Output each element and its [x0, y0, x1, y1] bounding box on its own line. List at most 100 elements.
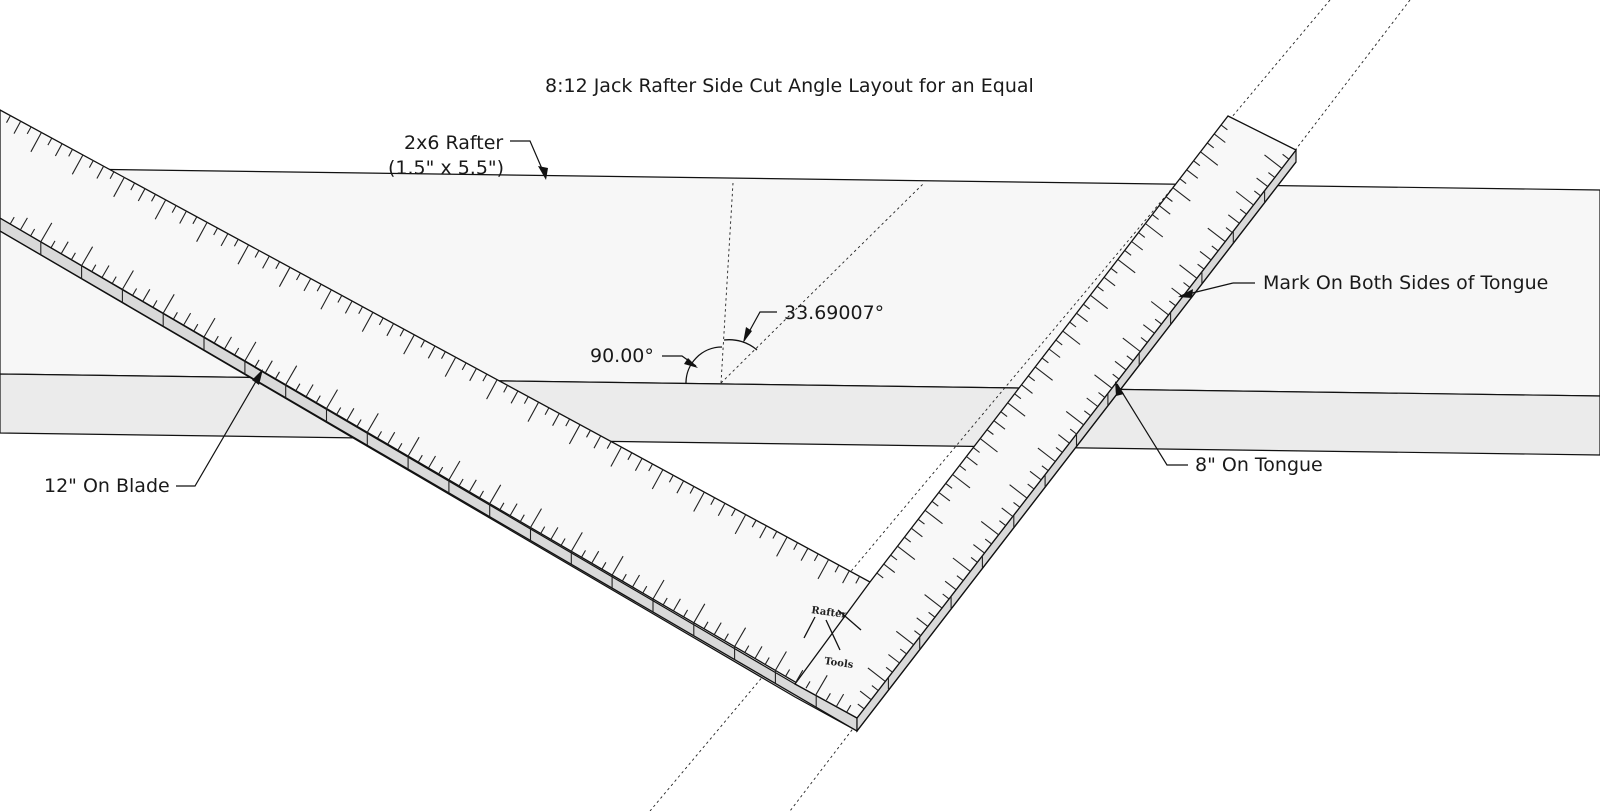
blade-top-tick — [378, 317, 384, 326]
tongue-left-tick — [883, 563, 896, 574]
blade-top-tick — [689, 486, 695, 494]
blade-top-tick — [13, 120, 22, 134]
right-angle-leader-arrow — [684, 358, 698, 368]
blade-bottom-tick — [326, 389, 338, 409]
blade-top-tick — [420, 340, 426, 348]
tongue-right-tick — [1098, 392, 1106, 398]
mark-both-sides-label: Mark On Both Sides of Tongue — [1263, 272, 1548, 294]
tongue-right-tick — [1055, 446, 1063, 453]
blade-bottom-tick — [744, 645, 750, 653]
tongue-right-tick — [956, 575, 964, 582]
blade-bottom-tick — [152, 300, 158, 308]
blade-top-tick — [361, 312, 374, 332]
blade-top-tick — [568, 424, 581, 445]
blade-top-tick — [565, 418, 571, 427]
tongue-left-tick — [972, 447, 980, 453]
blade-bottom-tick — [407, 436, 420, 457]
tongue-right-tick — [1140, 337, 1148, 343]
edge-thickness-segments — [40, 190, 1266, 708]
tongue-left-tick — [890, 554, 898, 561]
rafter-leader-arrow — [538, 166, 548, 180]
blade-bottom-tick — [499, 502, 505, 510]
blade-top-tick — [47, 137, 53, 146]
tongue-right-tick — [1069, 428, 1077, 435]
blade-bottom-tick — [723, 633, 729, 641]
blade-bottom-tick — [846, 704, 852, 713]
tongue-left-tick — [1206, 142, 1215, 149]
blade-bottom-tick — [468, 479, 477, 493]
tongue-left-tick — [1131, 241, 1144, 251]
tongue-thickness-edge — [856, 161, 1297, 732]
blade-bottom-tick — [315, 395, 321, 403]
diagram-title: 8:12 Jack Rafter Side Cut Angle Layout f… — [545, 75, 1034, 97]
blade-bottom-tick — [162, 294, 175, 314]
blade-bottom-tick — [295, 383, 301, 391]
blade-bottom-tick — [30, 228, 36, 237]
blade-bottom-tick — [672, 598, 681, 612]
blade-top-tick — [316, 283, 322, 292]
blade-top-tick — [751, 519, 757, 528]
blade-thickness-edge — [0, 230, 858, 732]
tongue-mark-label: 8" On Tongue — [1195, 454, 1323, 476]
tongue-right-tick — [1009, 484, 1028, 499]
tongue-left-tick — [910, 527, 923, 538]
blade-bottom-tick — [785, 669, 791, 677]
tongue-left-tick — [993, 420, 1006, 430]
blade-top-tick — [275, 261, 281, 270]
blade-bottom-tick — [142, 289, 151, 302]
tongue-left-tick — [1151, 214, 1159, 220]
blade-top-tick — [179, 210, 187, 224]
tongue-right-tick — [1065, 410, 1084, 426]
tongue-right-tick — [980, 520, 999, 536]
blade-top-tick — [441, 351, 446, 359]
tongue-right-tick — [885, 666, 893, 673]
tongue-left-tick — [1158, 205, 1171, 215]
tongue-left-tick — [1007, 402, 1026, 417]
blade-top-tick — [154, 199, 167, 220]
blade-top-tick — [233, 238, 239, 247]
blade-top-tick — [192, 216, 198, 225]
tongue-left-tick — [1220, 124, 1228, 131]
plumb-reference-line — [720, 182, 734, 384]
blade-bottom-tick — [754, 646, 763, 659]
blade-top-tick — [834, 564, 840, 573]
blade-bottom-tick — [652, 579, 665, 600]
logo-line-right — [837, 609, 862, 631]
blade-top-tick — [593, 435, 602, 449]
blade-top-tick — [668, 474, 674, 483]
blade-top-tick — [651, 469, 664, 490]
blade-bottom-tick — [19, 217, 28, 231]
tongue-leader-line — [1116, 383, 1188, 466]
tongue-left-tick — [897, 545, 916, 561]
blade-bottom-tick — [458, 478, 464, 487]
blade-bottom-tick — [213, 335, 219, 344]
blade-top-tick — [68, 149, 73, 157]
blade-bottom-tick — [224, 336, 232, 350]
blade-top-tick — [237, 244, 250, 265]
blade-top-tick — [303, 278, 312, 292]
blade-bottom-tick — [448, 460, 461, 481]
tongue-right-tick — [1086, 397, 1099, 407]
blade-top-tick — [109, 171, 115, 180]
tongue-right-tick — [984, 538, 992, 545]
blade-top-tick — [503, 385, 508, 393]
blade-bottom-tick — [795, 669, 804, 683]
tongue-left-tick — [1179, 178, 1187, 185]
blade-top-tick — [482, 373, 488, 382]
blade-top-tick — [759, 525, 767, 539]
tongue-right-tick — [1239, 208, 1247, 215]
blade-top-tick — [717, 503, 726, 516]
tongue-right-tick — [1235, 191, 1254, 206]
right-angle-arc — [685, 346, 723, 385]
tongue-left-tick — [945, 482, 953, 489]
blade-top-tick — [113, 177, 125, 198]
blade-bottom-tick — [91, 264, 97, 272]
blade-bottom-tick — [60, 241, 69, 254]
tongue-right-tick — [1207, 227, 1226, 243]
tongue-left-tick — [1193, 160, 1201, 167]
blade-mark-label: 12" On Blade — [44, 475, 170, 497]
tongue-right-tick — [952, 557, 971, 572]
blade-bottom-tick — [305, 384, 314, 397]
tongue-right-tick — [1122, 337, 1141, 352]
blade-bottom-tick — [387, 431, 396, 445]
